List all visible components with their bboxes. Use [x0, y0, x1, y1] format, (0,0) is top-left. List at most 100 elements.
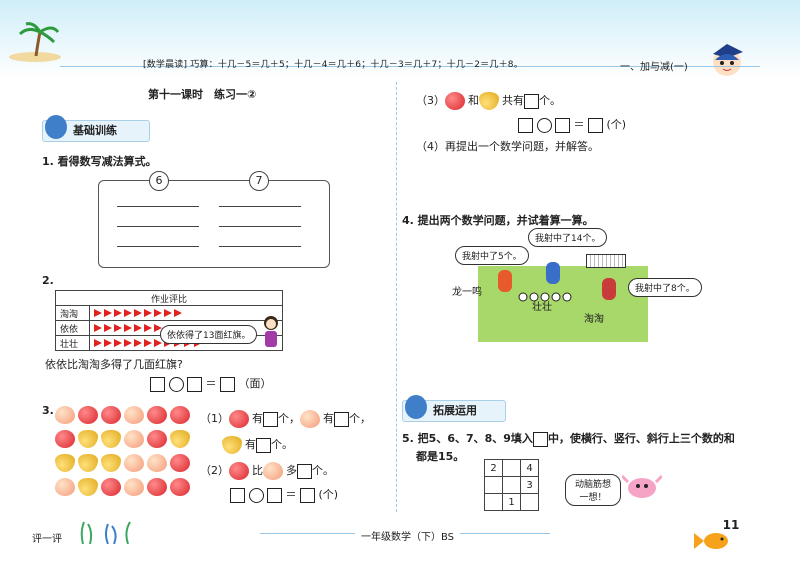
header-rule — [60, 66, 760, 67]
fruit-row — [55, 454, 195, 472]
player-icon — [546, 262, 560, 284]
answer-box[interactable] — [300, 487, 315, 503]
question-3-part-4: （4）再提出一个数学问题，并解答。 — [416, 140, 599, 153]
result-circle-6: 6 — [149, 171, 169, 191]
answer-line[interactable] — [219, 226, 301, 227]
operator-circle[interactable] — [168, 376, 184, 392]
grid-cell[interactable] — [502, 459, 521, 477]
answer-box[interactable] — [187, 376, 202, 392]
apple-icon — [229, 410, 249, 428]
pear-icon — [101, 454, 121, 472]
unit-label: (个) — [606, 118, 627, 131]
apple-icon — [170, 406, 190, 424]
answer-box[interactable] — [555, 117, 570, 133]
soccer-field-illustration — [478, 254, 648, 342]
speech-bubble: 依依得了13面红旗。 — [160, 325, 258, 344]
grid-cell[interactable] — [520, 493, 539, 511]
seaweed-icons — [78, 520, 138, 545]
answer-line[interactable] — [219, 206, 301, 207]
answer-box[interactable] — [518, 117, 533, 133]
operator-circle[interactable] — [536, 117, 552, 133]
apple-icon — [101, 478, 121, 496]
header-background — [0, 0, 800, 78]
pear-icon — [78, 478, 98, 496]
apple-icon — [445, 92, 465, 110]
question-3-part-1-cont: 有个。 — [222, 436, 293, 454]
pear-icon — [101, 430, 121, 448]
book-title: 一年级数学（下）BS — [355, 528, 461, 543]
peach-icon — [55, 478, 75, 496]
peach-icon — [124, 454, 144, 472]
pear-icon — [78, 430, 98, 448]
apple-icon — [101, 406, 121, 424]
peach-icon — [124, 478, 144, 496]
answer-box[interactable] — [230, 487, 245, 503]
grid-cell[interactable] — [502, 476, 521, 494]
answer-line[interactable] — [117, 206, 199, 207]
equation-row: ＝ (个) — [230, 486, 338, 503]
answer-box[interactable] — [588, 117, 603, 133]
box-symbol — [532, 431, 548, 447]
answer-box[interactable] — [150, 376, 165, 392]
question-1-title: 1. 看得数写减法算式。 — [42, 155, 157, 168]
answer-box[interactable] — [263, 411, 278, 427]
question-1-panel: 6 7 — [98, 171, 330, 268]
grid-cell: 2 — [484, 459, 503, 477]
page-number: 11 — [720, 514, 742, 536]
answer-box[interactable] — [267, 487, 282, 503]
player-icon — [498, 270, 512, 292]
answer-line[interactable] — [117, 226, 199, 227]
pink-creature-icon — [620, 472, 664, 500]
peach-icon — [124, 406, 144, 424]
answer-line[interactable] — [117, 246, 199, 247]
student-name: 壮壮 — [55, 335, 90, 351]
peach-icon — [263, 462, 283, 480]
question-5-line-1: 5. 把5、6、7、8、9填入中，使横行、竖行、斜行上三个数的和 — [402, 431, 735, 447]
answer-line[interactable] — [219, 246, 301, 247]
goal-net-icon — [586, 254, 626, 268]
answer-box[interactable] — [297, 463, 312, 479]
pear-icon — [479, 92, 499, 110]
answer-box[interactable] — [220, 376, 235, 392]
question-3-part-1: （1）有个，有个， — [200, 410, 371, 428]
grid-cell[interactable] — [484, 476, 503, 494]
speech-bubble: 我射中了5个。 — [455, 246, 529, 265]
grid-cell[interactable] — [484, 493, 503, 511]
result-circle-7: 7 — [249, 171, 269, 191]
answer-box[interactable] — [334, 411, 349, 427]
operator-circle[interactable] — [248, 487, 264, 503]
question-3-part-3: （3）和共有个。 — [416, 92, 561, 110]
palm-island-icon — [8, 22, 63, 62]
question-3-part-2: （2）比多个。 — [200, 462, 334, 480]
morning-reading-tip: [数学晨读] 巧算：十几－5＝几＋5；十几－4＝几＋6；十几－3＝几＋7；十几－… — [143, 60, 523, 70]
lesson-title: 第十一课时 练习一② — [148, 88, 257, 101]
peach-icon — [55, 406, 75, 424]
unit-label: (个) — [318, 488, 339, 501]
student-name: 淘淘 — [55, 305, 90, 321]
column-divider — [396, 82, 397, 512]
question-3-number: 3. — [42, 404, 54, 417]
question-5-line-2: 都是15。 — [416, 450, 465, 463]
question-2-prompt: 依依比淘淘多得了几面红旗? — [45, 358, 183, 371]
peach-icon — [124, 430, 144, 448]
speech-bubble: 我射中了14个。 — [528, 228, 608, 247]
answer-box[interactable] — [524, 93, 539, 109]
grid-cell: 4 — [520, 459, 539, 477]
unit-label: （面） — [238, 377, 272, 390]
equation-row: ＝ (个) — [518, 116, 626, 133]
flag-cell — [89, 305, 283, 321]
character-name: 壮壮 — [532, 302, 552, 313]
apple-icon — [170, 454, 190, 472]
pear-icon — [55, 454, 75, 472]
apple-icon — [147, 406, 167, 424]
pear-icon — [222, 436, 242, 454]
grid-cell: 1 — [502, 493, 521, 511]
answer-box[interactable] — [256, 437, 271, 453]
character-name: 龙一鸣 — [452, 287, 482, 298]
fruit-row — [55, 406, 195, 424]
magic-square-grid: 2 4 3 1 — [484, 459, 539, 511]
player-icon — [602, 278, 616, 300]
grid-cell: 3 — [520, 476, 539, 494]
self-evaluation-label: 评一评 — [32, 534, 62, 545]
section-basic-training: 基础训练 — [42, 115, 150, 142]
